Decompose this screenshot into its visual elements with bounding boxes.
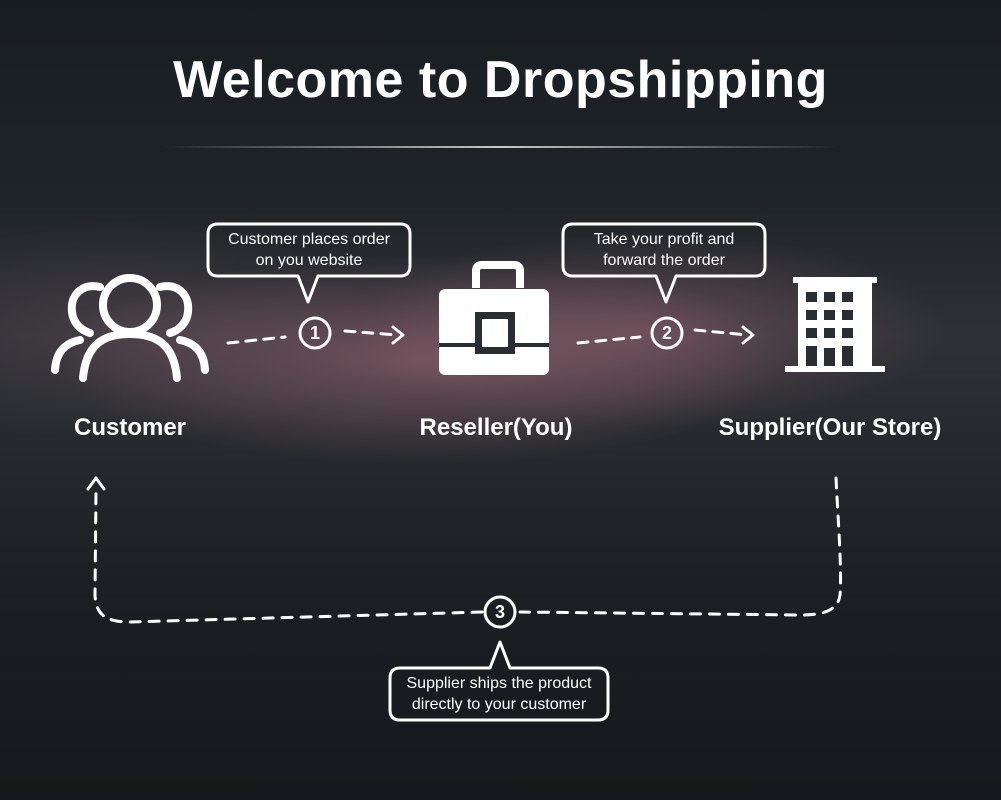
step-circle-1 — [298, 316, 332, 350]
customer-label: Customer — [73, 414, 187, 441]
step-number-2: 2 — [661, 323, 672, 343]
arrow-head-3 — [86, 476, 106, 491]
page-title: Welcome to Dropshipping — [173, 51, 828, 109]
briefcase-icon — [439, 261, 549, 375]
connector-step-2 — [576, 328, 750, 345]
step-number-3: 3 — [494, 602, 505, 622]
arrow-head-2 — [741, 325, 755, 345]
step-number-1: 1 — [309, 323, 320, 343]
step-2-caption-line-2: forward the order — [603, 252, 725, 269]
customers-icon — [51, 274, 209, 382]
speech-bubble-2 — [561, 222, 767, 304]
step-3-caption: Supplier ships the product directly to y… — [390, 673, 608, 715]
speech-bubble-1 — [206, 222, 412, 304]
step-circle-3 — [483, 595, 517, 629]
step-1-caption-line-1: Customer places order — [228, 231, 390, 248]
step-1-caption-line-2: on you website — [255, 252, 363, 269]
step-1-caption: Customer places order on you website — [208, 229, 410, 271]
step-2-caption: Take your profit and forward the order — [563, 229, 765, 271]
step-3-caption-line-1: Supplier ships the product — [406, 675, 592, 692]
connector-step-1 — [226, 329, 400, 345]
connector-step-3 — [93, 476, 843, 624]
step-3-caption-line-2: directly to your customer — [411, 696, 587, 713]
building-icon — [785, 277, 885, 372]
title-divider — [160, 146, 840, 148]
supplier-label: Supplier(Our Store) — [718, 414, 942, 441]
reseller-label: Reseller(You) — [419, 414, 573, 441]
arrow-head-1 — [391, 325, 405, 345]
step-2-caption-line-1: Take your profit and — [593, 231, 735, 248]
step-circle-2 — [650, 316, 684, 350]
speech-bubble-3 — [388, 640, 610, 722]
